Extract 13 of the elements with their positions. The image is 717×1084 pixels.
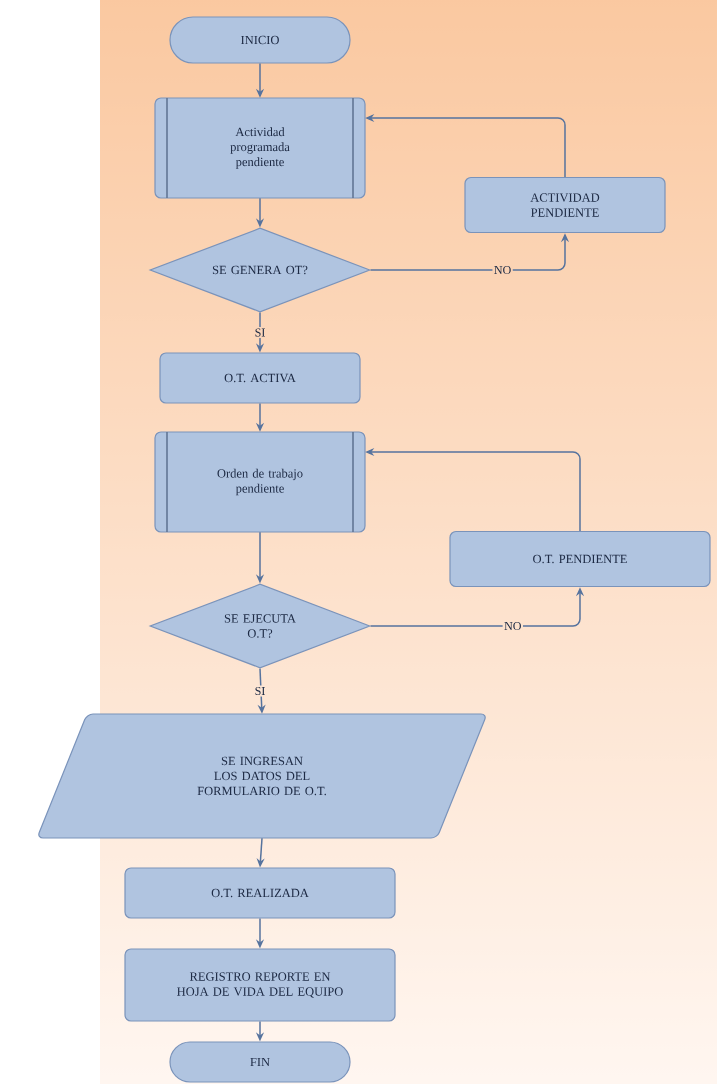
edge-label: NO	[492, 264, 513, 276]
subprocess-box: Actividad programada pendiente	[154, 97, 366, 199]
terminal-box: INICIO	[169, 16, 351, 64]
subprocess-box: Orden de trabajo pendiente	[154, 431, 366, 533]
input-parallelogram: SE INGRESAN LOS DATOS DEL FORMULARIO DE O.T.	[38, 713, 486, 839]
edge-label: SI	[253, 685, 267, 697]
terminal-box: FIN	[169, 1041, 351, 1083]
edge-label: NO	[502, 620, 523, 632]
process-box: REGISTRO REPORTE EN HOJA DE VIDA DEL EQUIPO	[124, 948, 396, 1022]
process-box: O.T. PENDIENTE	[449, 530, 711, 588]
process-box: ACTIVIDAD PENDIENTE	[464, 176, 666, 234]
process-box: O.T. ACTIVA	[159, 352, 361, 404]
process-box: O.T. REALIZADA	[124, 867, 396, 919]
